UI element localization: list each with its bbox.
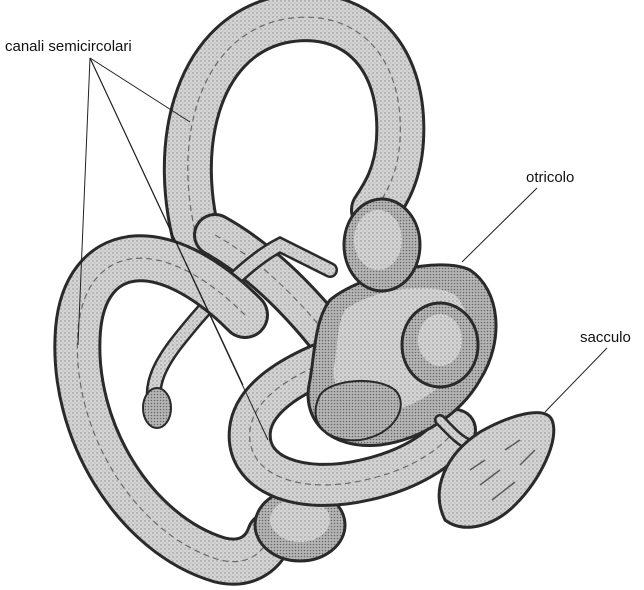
lateral-ampulla — [402, 303, 478, 387]
label-utricle: otricolo — [526, 170, 574, 185]
leader-line-saccule — [545, 348, 607, 412]
label-saccule: sacculo — [580, 330, 631, 345]
leader-line-utricle — [462, 188, 537, 262]
label-semicircular-canals: canali semicircolari — [5, 39, 132, 54]
superior-ampulla — [344, 199, 420, 291]
